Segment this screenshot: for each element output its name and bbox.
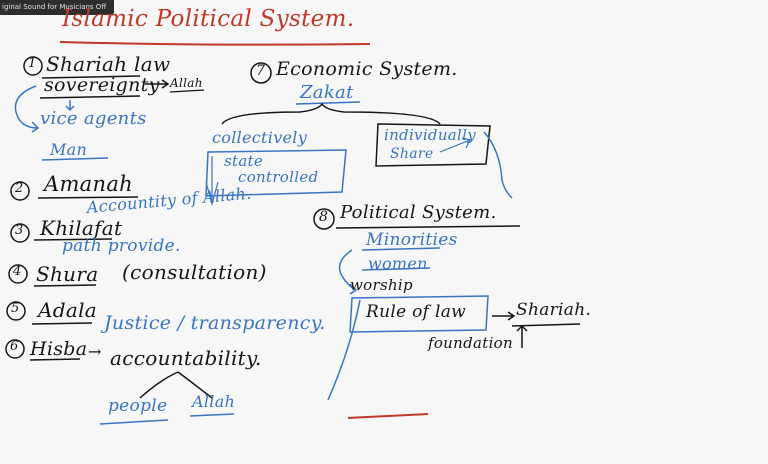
number-circle-8 xyxy=(313,208,335,230)
minorities-label: Minorities xyxy=(366,230,458,250)
people-label: people xyxy=(108,396,168,416)
point-3-label: Khilafat xyxy=(40,216,123,240)
page-title: Islamic Political System. xyxy=(62,6,355,32)
audio-notification-banner: iginal Sound for Musicians Off xyxy=(0,0,115,15)
sovereignty-curve-arrow xyxy=(14,85,40,133)
point-3-number: 3 xyxy=(15,223,24,238)
zakat-brace xyxy=(221,102,441,125)
point-1-label: Shariah law xyxy=(46,52,171,76)
worship-label: worship xyxy=(350,276,413,294)
women-label: women xyxy=(368,254,428,273)
man-label: Man xyxy=(50,140,88,159)
rule-of-law-box xyxy=(349,295,489,333)
vice-agent-arrow xyxy=(65,100,75,112)
point-8-label: Political System. xyxy=(340,202,497,223)
number-circle-7 xyxy=(250,62,272,84)
political-side-line xyxy=(327,299,361,401)
point-6-label: Hisba xyxy=(30,338,88,360)
point-4-number: 4 xyxy=(13,264,22,279)
point-4-label: Shura xyxy=(36,262,99,286)
point-8-number: 8 xyxy=(319,209,329,225)
point-5-number: 5 xyxy=(11,301,20,316)
path-provide-label: path provide. xyxy=(62,236,181,256)
point-7-label: Economic System. xyxy=(276,58,458,80)
individually-label: individually xyxy=(384,126,477,144)
point-2-number: 2 xyxy=(15,181,24,196)
political-curve-arrow xyxy=(338,249,358,295)
vice-agents-label: vice agents xyxy=(40,108,147,129)
point-5-label: Adala xyxy=(38,298,97,322)
title-underline xyxy=(59,41,371,46)
accountability-label: accountability. xyxy=(110,346,262,370)
point-7-number: 7 xyxy=(256,63,266,79)
allah-branch-label: Allah xyxy=(192,392,236,411)
number-circle-1 xyxy=(23,56,43,76)
state-label: state xyxy=(224,152,264,170)
hisba-branch-lines xyxy=(139,371,213,399)
number-circle-6 xyxy=(5,339,25,359)
shariah-label: Shariah. xyxy=(516,300,592,320)
number-circle-5 xyxy=(6,301,26,321)
number-circle-4 xyxy=(8,264,28,284)
allah-label: Allah xyxy=(170,76,203,90)
collective-box xyxy=(205,149,347,197)
controlled-label: controlled xyxy=(238,168,319,186)
sovereignty-label: sovereignty xyxy=(44,74,160,96)
point-1-number: 1 xyxy=(28,56,37,71)
foundation-label: foundation xyxy=(428,334,513,352)
justice-transparency-label: Justice / transparency. xyxy=(104,312,326,334)
consultation-label: (consultation) xyxy=(122,260,267,284)
number-circle-2 xyxy=(10,181,30,201)
individual-box xyxy=(375,123,491,167)
rule-of-law-label: Rule of law xyxy=(366,302,467,322)
number-circle-3 xyxy=(10,223,30,243)
red-divider-line xyxy=(347,413,429,419)
hisba-arrow: → xyxy=(88,342,102,361)
point-6-number: 6 xyxy=(10,339,19,354)
collectively-label: collectively xyxy=(212,128,308,147)
share-label: Share xyxy=(390,146,434,162)
point-2-label: Amanah xyxy=(44,172,133,196)
zakat-label: Zakat xyxy=(300,82,354,103)
